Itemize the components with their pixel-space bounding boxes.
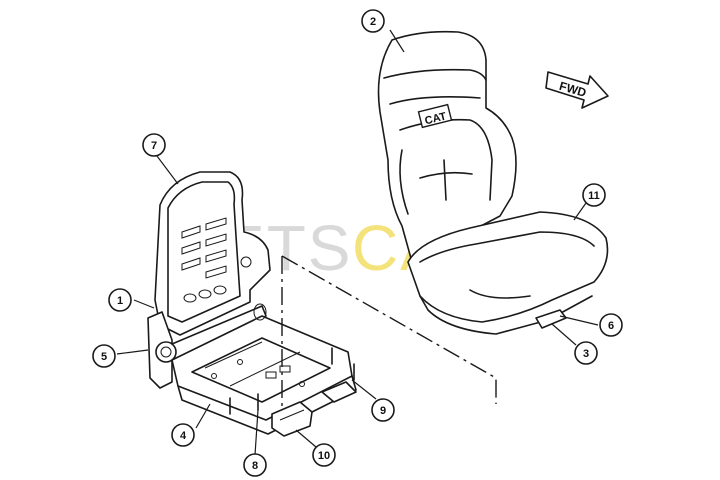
svg-text:1: 1 [117, 295, 123, 307]
svg-text:CAT: CAT [424, 110, 448, 127]
callout-3: 3 [574, 341, 598, 365]
svg-text:9: 9 [380, 405, 386, 417]
callout-8: 8 [243, 453, 267, 477]
recliner-knob [155, 341, 177, 363]
callout-6: 6 [599, 313, 623, 337]
seat-assembly: CAT [377, 30, 609, 335]
callout-5: 5 [92, 344, 116, 368]
callout-9: 9 [371, 398, 395, 422]
seat-cushion [407, 211, 609, 323]
callout-2: 2 [361, 9, 385, 33]
cat-logo: CAT [417, 103, 453, 129]
svg-text:8: 8 [252, 460, 258, 472]
backrest-slots [181, 217, 252, 303]
callout-4: 4 [171, 423, 195, 447]
mounting-studs [229, 347, 355, 415]
svg-text:7: 7 [151, 140, 157, 152]
callout-leaders [116, 29, 599, 456]
callout-10: 10 [312, 443, 336, 467]
svg-text:10: 10 [318, 450, 330, 462]
svg-text:11: 11 [588, 190, 600, 202]
svg-text:6: 6 [608, 320, 614, 332]
forward-direction-arrow: FWD [545, 71, 609, 109]
projection-line [281, 255, 497, 410]
callout-1: 1 [108, 288, 132, 312]
svg-text:2: 2 [370, 16, 376, 28]
fore-aft-lever [535, 309, 567, 329]
svg-text:5: 5 [101, 351, 107, 363]
seat-back [377, 30, 517, 263]
callout-7: 7 [142, 133, 166, 157]
backrest-frame [154, 171, 271, 336]
svg-text:3: 3 [583, 348, 589, 360]
svg-text:4: 4 [180, 430, 187, 442]
seat-frame-assembly [147, 171, 357, 437]
callout-11: 11 [582, 183, 606, 207]
